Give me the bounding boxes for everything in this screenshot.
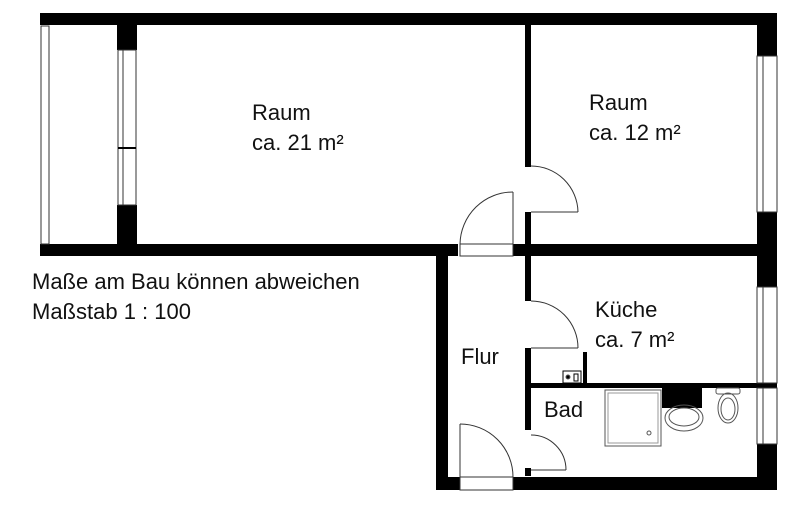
room-label-raum-12: Raum ca. 12 m² [589,88,681,148]
plan-notes: Maße am Bau können abweichen Maßstab 1 :… [32,267,360,327]
room-label-kueche: Küche ca. 7 m² [595,295,674,355]
room-label-bad: Bad [544,395,583,425]
doors [459,165,579,491]
room-name: Bad [544,397,584,422]
room-name: Küche [595,297,658,322]
scale-text: Maßstab 1 : 100 [32,299,191,324]
room-name: Flur [461,344,499,369]
room-area: ca. 12 m² [589,120,681,145]
room-label-raum-21: Raum ca. 21 m² [252,98,344,158]
room-name: Raum [589,90,648,115]
room-area: ca. 7 m² [595,327,675,352]
disclaimer-text: Maße am Bau können abweichen [32,269,360,294]
room-name: Raum [252,100,311,125]
fixtures [562,370,741,447]
room-label-flur: Flur [461,342,499,372]
room-area: ca. 21 m² [252,130,344,155]
windows [40,25,778,445]
walls [40,13,777,490]
